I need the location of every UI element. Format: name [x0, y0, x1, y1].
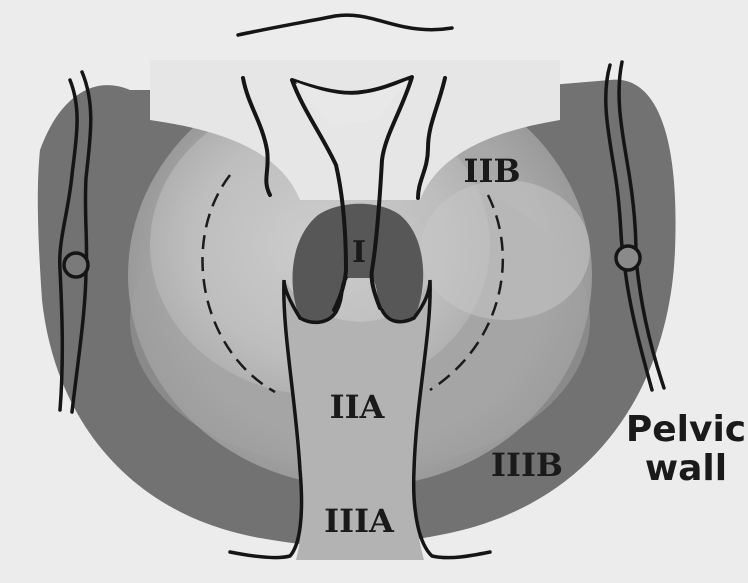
left-lymph-node [64, 253, 88, 277]
right-lymph-node [616, 246, 640, 270]
label-stage-i: I [352, 235, 366, 270]
label-stage-iib: IIB [464, 152, 521, 190]
label-pelvic-wall-line2: wall [645, 448, 727, 489]
label-stage-iiia: IIIA [324, 502, 395, 540]
label-pelvic-wall-line1: Pelvic [626, 409, 746, 450]
label-stage-iia: IIA [330, 388, 386, 426]
inner-zone-right [420, 180, 590, 320]
label-stage-iiib: IIIB [491, 446, 563, 484]
